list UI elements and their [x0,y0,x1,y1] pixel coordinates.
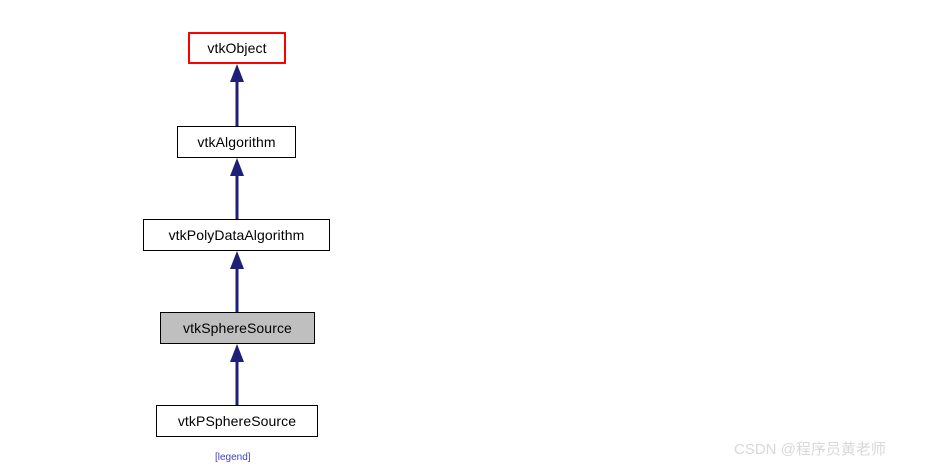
class-node-vtkAlgorithm[interactable]: vtkAlgorithm [177,126,296,158]
class-node-vtkSphereSource[interactable]: vtkSphereSource [160,312,315,344]
class-node-vtkPSphereSource[interactable]: vtkPSphereSource [156,405,318,437]
edge-vtkSphereSource-to-vtkPolyDataAlgorithm [230,251,244,312]
edge-vtkPolyDataAlgorithm-to-vtkAlgorithm [230,158,244,219]
edge-vtkAlgorithm-to-vtkObject [230,64,244,126]
class-node-label: vtkAlgorithm [197,134,276,150]
class-node-vtkObject[interactable]: vtkObject [188,32,286,64]
class-node-label: vtkSphereSource [183,320,292,336]
class-node-label: vtkPSphereSource [177,413,297,429]
edge-vtkPSphereSource-to-vtkSphereSource [230,344,244,405]
legend-link[interactable]: [legend] [215,452,251,463]
class-node-vtkPolyDataAlgorithm[interactable]: vtkPolyDataAlgorithm [143,219,330,251]
class-node-label: vtkObject [207,40,267,56]
csdn-watermark: CSDN @程序员黄老师 [734,441,886,458]
class-node-label: vtkPolyDataAlgorithm [168,227,305,243]
